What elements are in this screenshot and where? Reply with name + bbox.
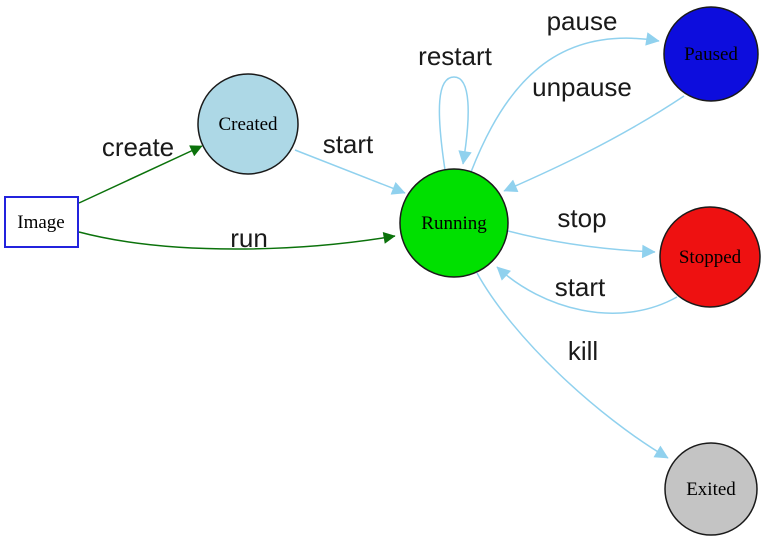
node-paused: Paused <box>663 6 759 102</box>
node-image-shape <box>4 196 79 248</box>
node-created: Created <box>197 73 299 175</box>
edge-label-pause: pause <box>547 6 618 36</box>
edge-run <box>78 231 396 250</box>
edge-kill <box>476 272 669 459</box>
edge-label-stop: stop <box>557 203 606 233</box>
node-stopped-label: Stopped <box>679 247 742 268</box>
edge-label-start-bottom: start <box>555 272 606 302</box>
edge-label-create: create <box>102 132 174 162</box>
node-created-label: Created <box>218 114 278 135</box>
edge-start-stopped-running <box>496 266 678 314</box>
edge-create <box>78 145 203 204</box>
edge-label-restart: restart <box>418 41 492 71</box>
edge-unpause <box>503 95 685 193</box>
node-created-shape <box>197 73 299 175</box>
edge-start-created-running <box>294 149 406 195</box>
edge-label-unpause: unpause <box>532 72 632 102</box>
edge-restart-self-loop <box>438 76 472 171</box>
edge-label-start-top: start <box>323 129 374 159</box>
edge-label-run: run <box>230 223 268 253</box>
node-exited: Exited <box>664 442 758 536</box>
node-stopped-shape <box>659 206 761 308</box>
edge-pause <box>470 32 660 173</box>
node-stopped: Stopped <box>659 206 761 308</box>
node-running-label: Running <box>421 213 487 234</box>
node-exited-shape <box>664 442 758 536</box>
edge-stop <box>507 230 656 259</box>
node-paused-shape <box>663 6 759 102</box>
node-exited-label: Exited <box>686 479 736 500</box>
edge-label-kill: kill <box>568 336 598 366</box>
node-image: Image <box>4 196 79 248</box>
node-paused-label: Paused <box>684 44 738 65</box>
node-running: Running <box>399 168 509 278</box>
node-running-shape <box>399 168 509 278</box>
node-image-label: Image <box>17 212 64 233</box>
